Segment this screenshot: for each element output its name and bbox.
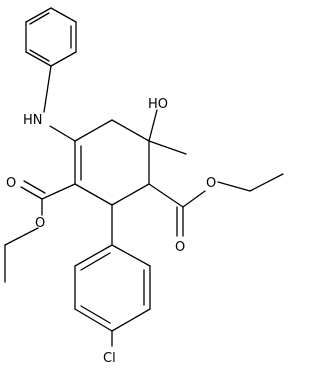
ester-o-bond <box>182 190 206 208</box>
n-c1-bond <box>49 125 76 142</box>
ethyl-bond <box>249 173 284 192</box>
ring-bond <box>74 119 113 142</box>
ester-bond <box>41 183 76 200</box>
ester-oxygen-label-left: O <box>35 216 45 231</box>
c-oh-bond <box>148 109 158 142</box>
cyclohexene-ring <box>74 119 150 206</box>
phenyl-inner-bond <box>29 49 50 62</box>
carbonyl-oxygen-label-left: O <box>6 176 16 191</box>
methyl-bond <box>148 140 187 155</box>
structure-canvas: HN HO O O O O Cl <box>4 7 284 366</box>
aryl-inner-bond <box>80 305 111 324</box>
aryl-inner-bond <box>80 252 111 271</box>
aryl-bond <box>111 308 151 332</box>
ring-bond <box>111 183 150 206</box>
carbonyl-bond <box>20 186 43 200</box>
phenyl-ring <box>25 7 77 67</box>
phenyl-inner-bond <box>29 12 50 25</box>
phenyl-bond <box>50 51 77 67</box>
ester-bond <box>148 183 184 208</box>
nh-label: HN <box>23 113 43 128</box>
aryl-bond <box>74 244 113 267</box>
carbonyl-double-bond <box>23 180 46 194</box>
aryl-bond <box>74 308 113 332</box>
ring-bond <box>74 183 113 206</box>
phenyl-bond <box>25 51 52 67</box>
chlorophenyl-ring <box>74 244 151 332</box>
phenyl-n-bond <box>43 65 52 113</box>
aryl-bond <box>111 244 151 267</box>
ester-left <box>4 180 76 283</box>
carbonyl-oxygen-label: O <box>175 240 185 255</box>
phenyl-bond <box>50 7 77 23</box>
ester-oxygen-label: O <box>206 176 216 191</box>
phenyl-bond <box>25 7 52 23</box>
oh-label: HO <box>148 97 168 112</box>
ethyl-bond <box>4 227 39 246</box>
chemical-structure-diagram: HN HO O O O O Cl <box>4 7 284 366</box>
ester-right <box>148 173 284 237</box>
ethyl-bond <box>217 181 251 192</box>
ring-bond <box>111 119 150 142</box>
chlorine-label: Cl <box>103 351 116 366</box>
